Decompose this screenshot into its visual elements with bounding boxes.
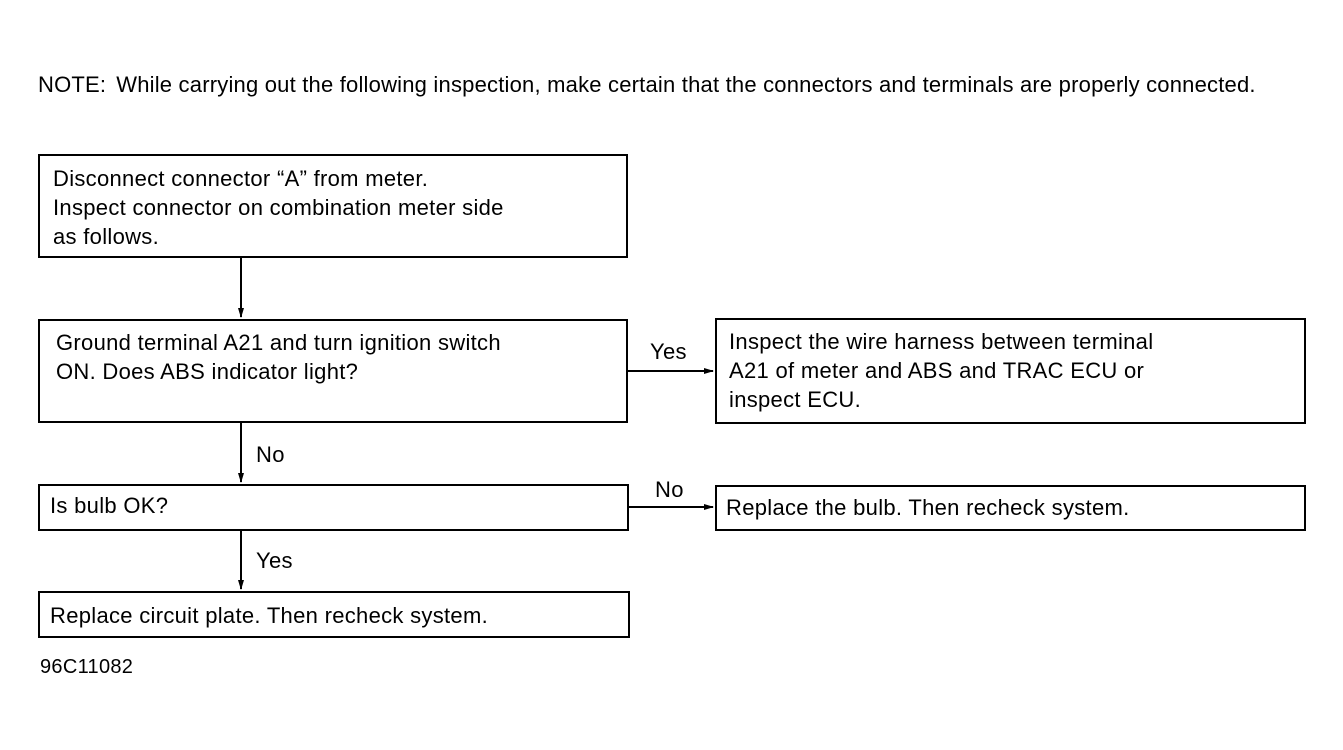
step-disconnect-connector: Disconnect connector “A” from meter. Ins… — [38, 154, 628, 258]
step-replace-circuit-plate: Replace circuit plate. Then recheck syst… — [38, 591, 630, 638]
note-text: While carrying out the following inspect… — [116, 72, 1256, 97]
edge-label-yes: Yes — [256, 548, 293, 573]
note-label: NOTE: — [38, 72, 107, 97]
edge-label-no: No — [256, 442, 285, 467]
figure-id: 96C11082 — [40, 656, 134, 678]
decision-abs-indicator: Ground terminal A21 and turn ignition sw… — [38, 319, 628, 423]
decision-bulb-ok: Is bulb OK? — [38, 484, 629, 531]
step-inspect-wire-harness: Inspect the wire harness between termina… — [715, 318, 1306, 424]
step-replace-bulb: Replace the bulb. Then recheck system. — [715, 485, 1306, 531]
edge-label-no: No — [655, 477, 684, 502]
inspection-note: NOTE: While carrying out the following in… — [38, 70, 1308, 100]
edge-label-yes: Yes — [650, 339, 687, 364]
